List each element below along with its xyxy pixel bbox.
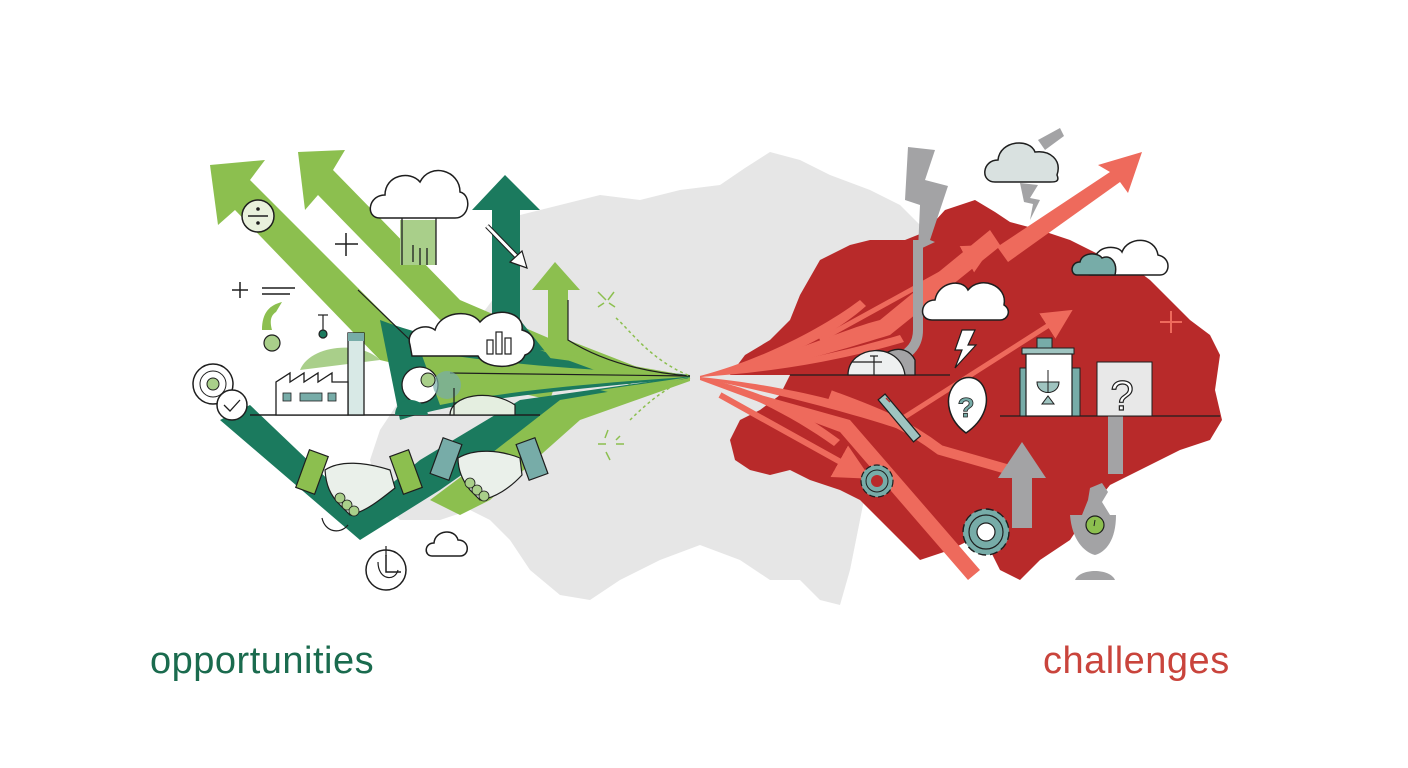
thermometer-icon (877, 393, 922, 443)
sparkle-icon (598, 429, 624, 461)
gear-icon (860, 464, 894, 498)
cloud-bar-chart-icon (408, 311, 535, 368)
pie-chart-icon (365, 546, 407, 591)
svg-text:?: ? (957, 392, 974, 423)
svg-text:?: ? (1110, 372, 1133, 419)
dot-icon (263, 334, 281, 352)
plus-icon (335, 233, 358, 256)
trees-icon (395, 366, 516, 416)
microscope-glyph-icon (1036, 370, 1060, 405)
hook-arrow-icon (262, 302, 282, 330)
question-sign-icon: ? (1096, 361, 1153, 474)
challenges-label: challenges (1043, 640, 1230, 682)
opportunities-label: opportunities (150, 640, 375, 682)
gear-icon (962, 508, 1010, 556)
pin-icon (318, 314, 328, 339)
factory-icon (275, 332, 380, 416)
question-pin-icon: ? (947, 376, 988, 434)
plus-equals-icon (232, 282, 295, 298)
plus-icon (1160, 311, 1182, 333)
cloud-icon (425, 531, 468, 557)
handshake-icon (294, 449, 424, 517)
handshake-icon (429, 436, 549, 502)
lightning-icon (905, 147, 948, 250)
divide-icon (241, 199, 275, 233)
cloud-lightning-icon (921, 282, 1010, 369)
dome-building-icon (847, 348, 916, 376)
cloud-rain-icon (369, 169, 469, 265)
arc-icon (321, 517, 349, 532)
opportunities-illustration (192, 150, 691, 591)
challenges-illustration: ? ? (700, 128, 1220, 580)
down-right-arrow-icon (485, 224, 528, 269)
lab-device-icon (1019, 337, 1081, 417)
cloud-icon (1071, 239, 1169, 276)
up-arrow-icon (998, 442, 1046, 528)
microscope-icon (1070, 483, 1116, 580)
storm-cloud-icon (984, 128, 1064, 220)
sparkle-icon (597, 291, 616, 308)
target-check-icon (192, 363, 248, 421)
